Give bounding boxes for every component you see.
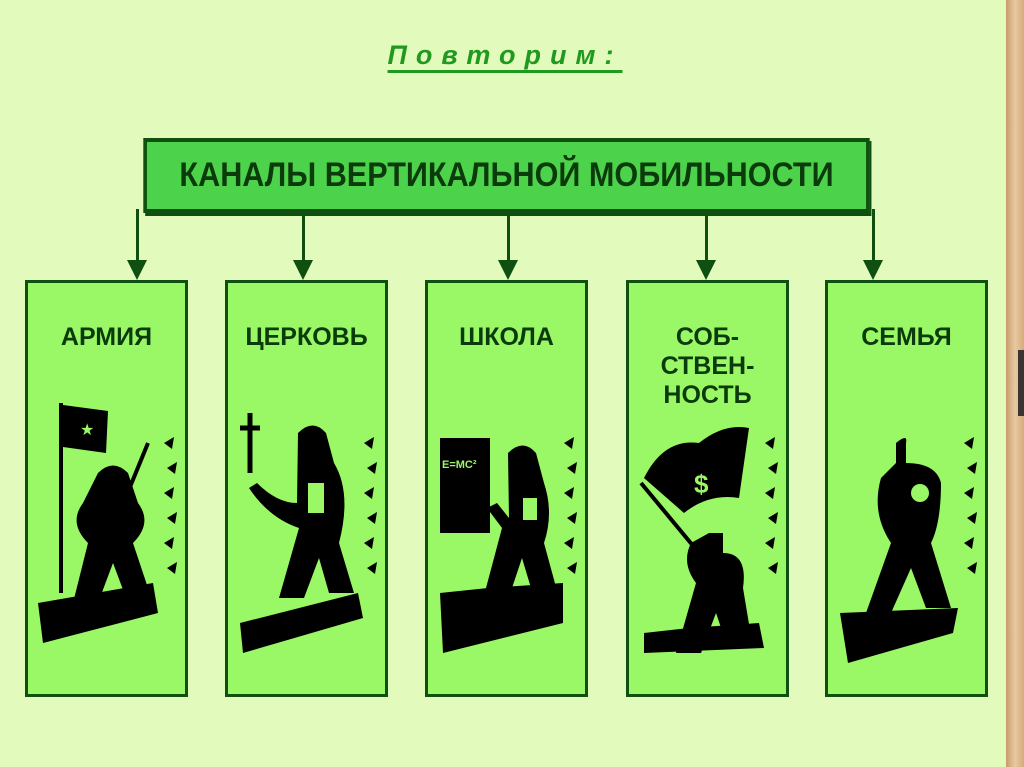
soldier-with-flag-icon: ★: [38, 403, 177, 643]
channel-label: ШКОЛА: [459, 323, 554, 351]
priest-with-cross-icon: [240, 413, 377, 653]
arrow-down-icon: [127, 260, 147, 280]
connector-line: [302, 209, 305, 264]
teacher-at-blackboard-icon: E=MC²: [440, 437, 577, 653]
channel-label: СЕМЬЯ: [861, 323, 952, 351]
scroll-handle[interactable]: [1018, 350, 1024, 416]
diagram-header: КАНАЛЫ ВЕРТИКАЛЬНОЙ МОБИЛЬНОСТИ: [143, 138, 870, 213]
channel-label: АРМИЯ: [60, 323, 153, 351]
slide-frame-edge: [1006, 0, 1024, 767]
channel-label: СОБ- СТВЕН- НОСТЬ: [660, 323, 755, 409]
header-text: КАНАЛЫ ВЕРТИКАЛЬНОЙ МОБИЛЬНОСТИ: [179, 156, 834, 194]
man-with-dollar-flag-icon: $: [639, 427, 778, 653]
channel-label: ЦЕРКОВЬ: [245, 323, 368, 351]
channel-box: АРМИЯ ★: [25, 280, 188, 697]
channel-box: ШКОЛА E=MC²: [425, 280, 588, 697]
arrow-down-icon: [863, 260, 883, 280]
connector-line: [136, 209, 139, 264]
arrow-down-icon: [293, 260, 313, 280]
arrow-down-icon: [696, 260, 716, 280]
slide-title: Повторим:: [387, 40, 623, 70]
svg-text:★: ★: [80, 422, 94, 439]
svg-text:$: $: [694, 469, 709, 499]
channel-box: ЦЕРКОВЬ: [225, 280, 388, 697]
equation-text: E=MC²: [442, 459, 477, 471]
connector-line: [507, 209, 510, 264]
connector-line: [872, 209, 875, 264]
channel-box: СОБ- СТВЕН- НОСТЬ $: [626, 280, 789, 697]
connector-line: [705, 209, 708, 264]
arrow-down-icon: [498, 260, 518, 280]
channel-box: СЕМЬЯ: [825, 280, 988, 697]
parent-with-child-icon: [840, 437, 977, 663]
